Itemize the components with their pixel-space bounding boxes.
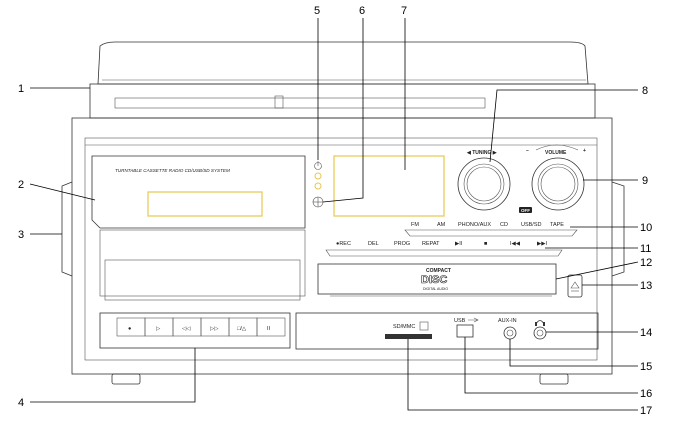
source-fm[interactable]: FM [411, 222, 419, 228]
callout-1: 1 [18, 83, 24, 95]
source-cd[interactable]: CD [500, 222, 508, 228]
cd-logo-digital-audio: DIGITAL AUDIO [423, 287, 448, 291]
callout-3: 3 [18, 229, 24, 241]
callout-4: 4 [18, 397, 24, 409]
turntable-lid [89, 41, 596, 119]
cassette-controls: ● ▷ ◁◁ ▷▷ □/△ II [99, 312, 291, 349]
callout-leaders [29, 18, 639, 411]
power-indicator-group [312, 161, 324, 208]
cd-tray: COMPACT DISC DIGITAL AUDIO [317, 263, 557, 297]
prog-button[interactable]: PROG [394, 241, 410, 247]
callout-7: 7 [401, 5, 407, 17]
pause-icon: II [267, 326, 271, 332]
callout-10: 10 [640, 222, 652, 234]
callout-15: 15 [640, 361, 652, 373]
aux-in-jack[interactable] [503, 326, 517, 340]
prev-button[interactable]: I◀◀ [510, 241, 521, 247]
cd-logo-disc: DISC [421, 274, 447, 286]
callout-12: 12 [640, 257, 652, 269]
volume-minus: – [526, 148, 529, 154]
media-port-panel: SD/MMC USB AUX-IN [295, 312, 599, 350]
headphone-icon [535, 320, 545, 325]
callout-8: 8 [642, 85, 648, 97]
fast-forward-icon: ▷▷ [210, 326, 219, 332]
off-label: OFF [521, 208, 530, 213]
tuning-knob[interactable]: ◀ TUNING ▶ [457, 150, 511, 211]
stop-button[interactable]: ■ [484, 241, 487, 247]
function-buttons: ●REC DEL PROG REPAT ▶II ■ I◀◀ ▶▶I [325, 241, 563, 257]
main-body [61, 117, 625, 385]
eject-button[interactable] [567, 274, 583, 298]
callout-5: 5 [314, 5, 320, 17]
usb-port[interactable] [456, 324, 474, 338]
stop-eject-icon: □/△ [237, 326, 247, 332]
rewind-icon: ◁◁ [182, 326, 191, 332]
callout-9: 9 [642, 175, 648, 187]
standby-led [314, 182, 322, 190]
rec-button[interactable]: ●REC [336, 241, 351, 247]
callout-11: 11 [640, 243, 651, 255]
source-am[interactable]: AM [437, 222, 446, 228]
headphone-jack[interactable] [533, 326, 547, 340]
callout-numbers: 1 2 3 4 5 6 7 8 9 10 11 12 13 14 15 16 1… [18, 5, 652, 417]
play-pause-button[interactable]: ▶II [455, 241, 463, 247]
usb-label: USB [454, 318, 466, 324]
sd-slot[interactable] [385, 334, 432, 339]
lcd-display [333, 155, 445, 217]
cassette-deck: TURNTABLE CASSETTE RADIO CD/USB/SD SYSTE… [91, 155, 306, 301]
volume-label: VOLUME [545, 150, 567, 156]
cd-logo-compact: COMPACT [426, 268, 451, 274]
source-usb-sd[interactable]: USB/SD [521, 222, 542, 228]
callout-16: 16 [640, 388, 652, 400]
aux-label: AUX-IN [498, 318, 517, 324]
power-led [314, 172, 322, 180]
source-phono-aux[interactable]: PHONO/AUX [458, 222, 491, 228]
tuning-label: ◀ TUNING ▶ [466, 150, 498, 156]
cassette-title: TURNTABLE CASSETTE RADIO CD/USB/SD SYSTE… [115, 168, 230, 173]
volume-knob[interactable]: VOLUME – + OFF [519, 144, 586, 213]
source-tape[interactable]: TAPE [550, 222, 564, 228]
source-buttons: FM AM PHONO/AUX CD USB/SD TAPE [404, 222, 578, 237]
cassette-pause-key[interactable] [256, 317, 286, 337]
callout-13: 13 [640, 280, 652, 292]
callout-6: 6 [359, 5, 365, 17]
rec-icon: ● [128, 326, 131, 332]
callout-14: 14 [640, 327, 652, 339]
repeat-button[interactable]: REPAT [422, 241, 440, 247]
del-button[interactable]: DEL [368, 241, 379, 247]
next-button[interactable]: ▶▶I [537, 241, 547, 247]
sd-label: SD/MMC [393, 324, 415, 330]
callout-17: 17 [640, 405, 652, 417]
callout-2: 2 [18, 179, 24, 191]
volume-plus: + [583, 148, 586, 154]
off-badge [519, 207, 532, 213]
play-icon: ▷ [156, 326, 161, 332]
cassette-window [147, 191, 263, 217]
